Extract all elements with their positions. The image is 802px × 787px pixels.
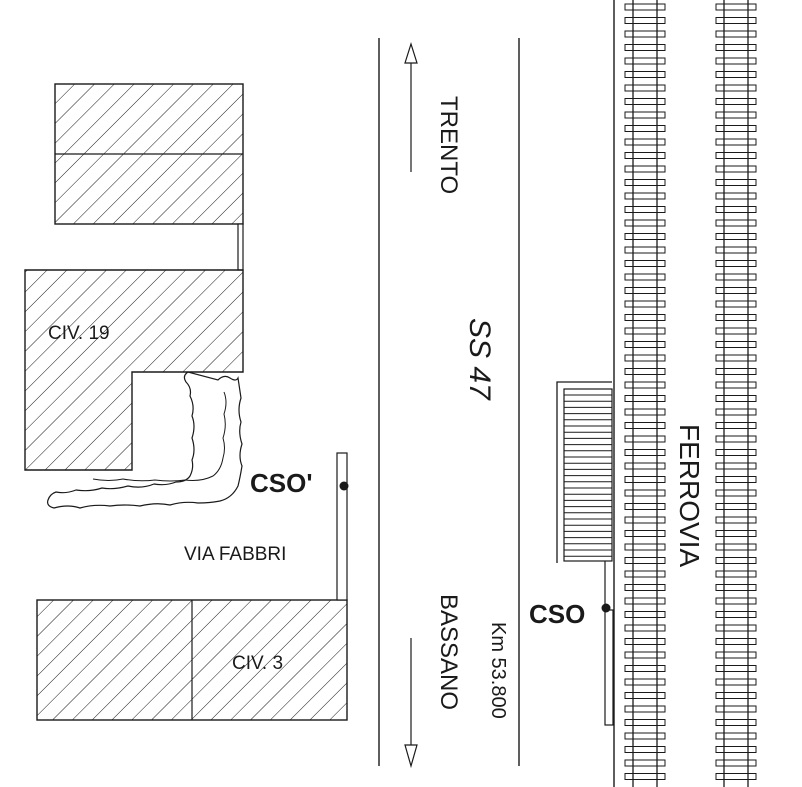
label-civ-3: CIV. 3 bbox=[232, 653, 283, 674]
buildings bbox=[24, 83, 348, 721]
platform-structure bbox=[556, 381, 614, 726]
label-km: Km 53.800 bbox=[487, 622, 509, 719]
railway bbox=[613, 0, 757, 787]
building-civ-19 bbox=[24, 269, 244, 471]
courtyard-wall bbox=[47, 371, 243, 509]
label-road: SS 47 bbox=[463, 318, 496, 401]
cso-prime-point bbox=[339, 481, 349, 491]
label-civ-19: CIV. 19 bbox=[48, 323, 110, 344]
label-trento: TRENTO bbox=[435, 96, 462, 194]
cso-point bbox=[601, 603, 611, 613]
connector-wall bbox=[237, 223, 244, 271]
label-via-fabbri: VIA FABBRI bbox=[184, 544, 286, 565]
label-cso-prime: CSO' bbox=[250, 468, 313, 498]
label-bassano: BASSANO bbox=[435, 594, 462, 710]
label-cso: CSO bbox=[529, 599, 585, 629]
arrow-up-icon bbox=[404, 42, 418, 172]
label-railway: FERROVIA bbox=[674, 424, 705, 567]
pole-cso-prime bbox=[336, 452, 348, 601]
arrow-down-icon bbox=[404, 638, 418, 769]
